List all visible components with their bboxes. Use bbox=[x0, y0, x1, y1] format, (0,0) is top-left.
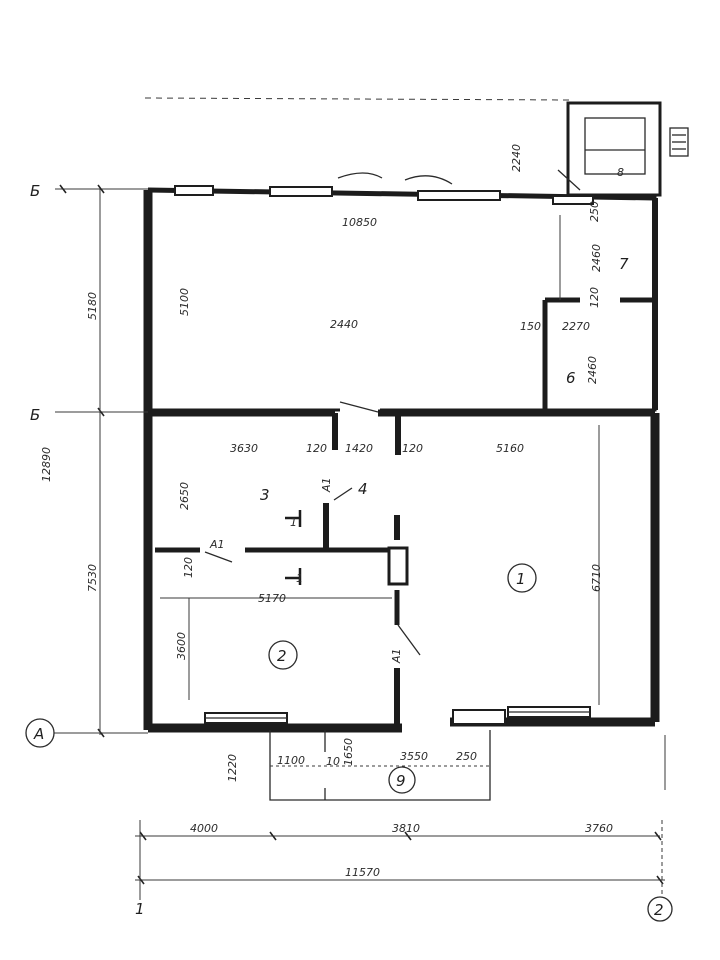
room-label-10: 10 bbox=[326, 755, 340, 768]
dim-upper-left-120: 120 bbox=[588, 287, 601, 308]
dim-2270: 2270 bbox=[562, 320, 590, 333]
dim-2460-b: 2460 bbox=[586, 356, 599, 384]
annex-room-8 bbox=[566, 101, 689, 197]
annex-stair-icon bbox=[669, 127, 689, 157]
room-9-circle bbox=[388, 766, 416, 794]
dim-1100: 1100 bbox=[277, 754, 305, 767]
room-label-7: 7 bbox=[619, 255, 629, 273]
section-label-a1-top: А1 bbox=[320, 477, 333, 493]
room-label-8: 8 bbox=[617, 166, 624, 179]
room-1-circle bbox=[507, 563, 537, 593]
dim-3550: 3550 bbox=[400, 750, 428, 763]
axis-label-a: А bbox=[33, 725, 44, 743]
dim-150: 150 bbox=[520, 320, 541, 333]
section-label-a1-left: А1 bbox=[209, 538, 225, 551]
room-label-6: 6 bbox=[566, 369, 576, 387]
dim-1220: 1220 bbox=[226, 754, 239, 782]
building-walls bbox=[143, 187, 660, 733]
dim-250: 250 bbox=[456, 750, 477, 763]
axis-label-1: 1 bbox=[135, 900, 145, 918]
room-label-2: 2 bbox=[277, 647, 287, 665]
room-label-3: 3 bbox=[260, 486, 270, 504]
dim-2240: 2240 bbox=[510, 144, 523, 172]
dim-12890: 12890 bbox=[40, 447, 53, 482]
dim-5180: 5180 bbox=[86, 292, 99, 320]
dim-upper-room-5100: 5100 bbox=[178, 288, 191, 316]
dim-5170: 5170 bbox=[258, 592, 286, 605]
dim-2650: 2650 bbox=[178, 482, 191, 510]
section-label-a1-right: А1 bbox=[390, 648, 403, 664]
room-label-9: 9 bbox=[396, 772, 406, 790]
dim-6710: 6710 bbox=[590, 564, 603, 592]
dim-5160: 5160 bbox=[496, 442, 524, 455]
axis-lines bbox=[48, 184, 666, 790]
dim-3760: 3760 bbox=[585, 822, 613, 835]
dim-3600: 3600 bbox=[175, 632, 188, 660]
dim-120-b: 120 bbox=[402, 442, 423, 455]
interior-dimension-lines bbox=[160, 215, 600, 705]
dim-120-c: 120 bbox=[182, 557, 195, 578]
dim-upper-room-10850: 10850 bbox=[342, 216, 377, 229]
dim-11570: 11570 bbox=[345, 866, 380, 879]
section-number-top: 1 bbox=[290, 516, 297, 529]
dim-120-a: 120 bbox=[306, 442, 327, 455]
column-element bbox=[387, 546, 409, 586]
dim-upper-right-250: 250 bbox=[588, 201, 601, 222]
room-2-circle bbox=[268, 640, 298, 670]
axis-2-circle bbox=[647, 896, 673, 922]
dim-3810: 3810 bbox=[392, 822, 420, 835]
windows bbox=[174, 185, 594, 725]
room-label-4: 4 bbox=[358, 480, 368, 498]
axis-label-b-mid: Б bbox=[30, 406, 40, 424]
door-swings bbox=[204, 169, 581, 656]
dim-2460-a: 2460 bbox=[590, 244, 603, 272]
axis-label-b-top: Б bbox=[30, 182, 40, 200]
axis-label-2: 2 bbox=[654, 901, 664, 919]
section-markers bbox=[285, 510, 302, 585]
dim-4000: 4000 bbox=[190, 822, 218, 835]
dim-1650: 1650 bbox=[342, 738, 355, 766]
dim-1420: 1420 bbox=[345, 442, 373, 455]
entrance-porch bbox=[269, 730, 491, 801]
dim-upper-room-2440: 2440 bbox=[330, 318, 358, 331]
dim-3630: 3630 bbox=[230, 442, 258, 455]
dim-7530: 7530 bbox=[86, 564, 99, 592]
room-label-1: 1 bbox=[516, 570, 526, 588]
top-axis-line bbox=[144, 97, 571, 101]
bottom-dimension-lines bbox=[135, 820, 665, 900]
section-number-bottom: 1 bbox=[296, 572, 303, 585]
axis-a-circle bbox=[25, 718, 55, 748]
